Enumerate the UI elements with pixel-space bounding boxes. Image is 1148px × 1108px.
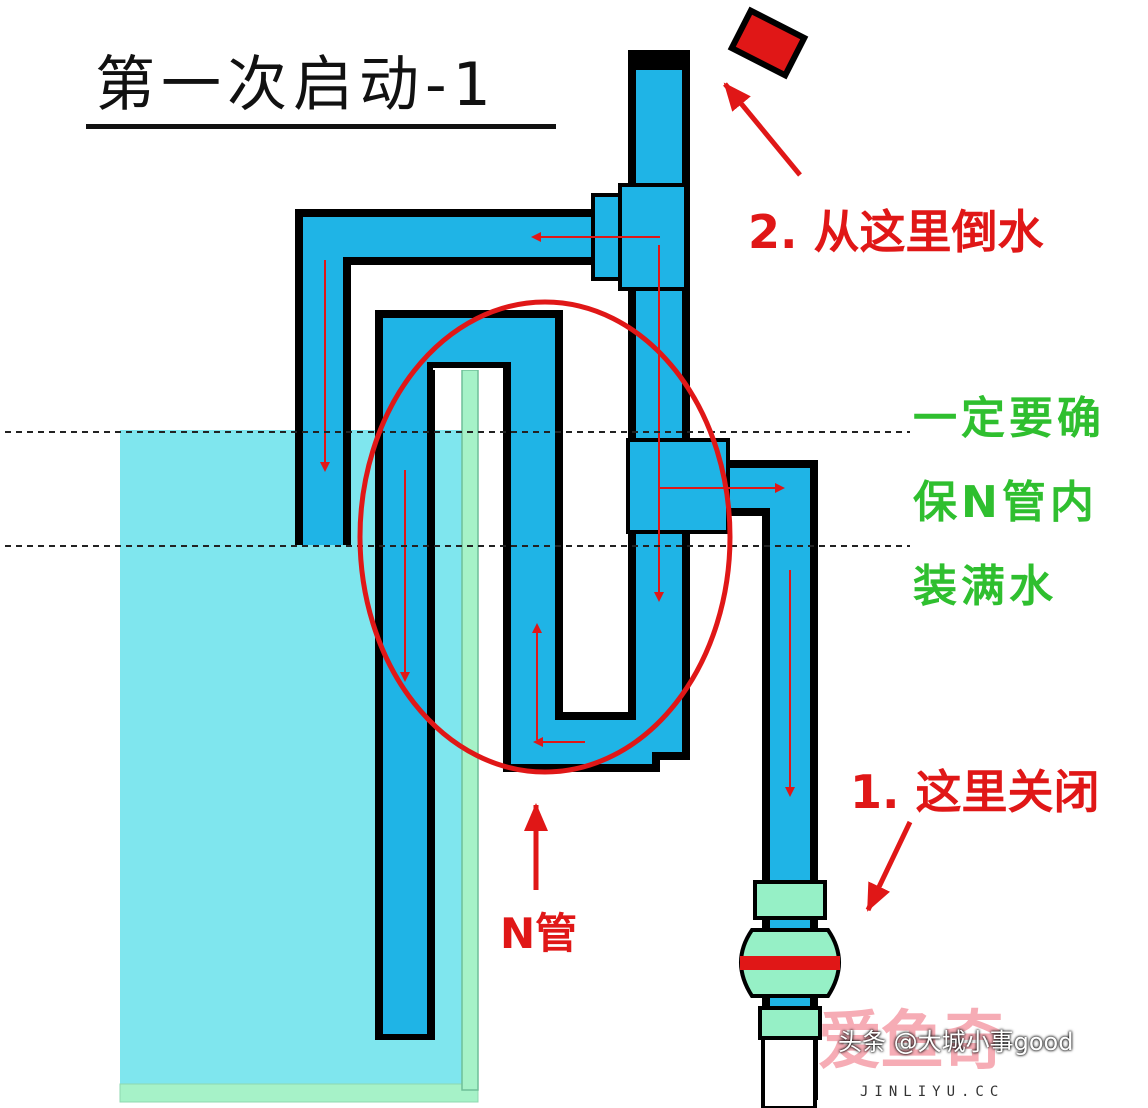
close-arrow bbox=[865, 820, 913, 912]
overflow-tube bbox=[461, 369, 479, 1091]
red-funnel-icon bbox=[727, 6, 809, 80]
note-line-2: 保N管内 bbox=[913, 477, 1098, 528]
tank-bottom-edge bbox=[119, 1083, 479, 1103]
lower-tee-fitting bbox=[626, 438, 730, 534]
page-title: 第一次启动-1 bbox=[95, 50, 497, 120]
title-underline bbox=[86, 124, 556, 129]
watermark-credit: 头条 @大城小事good bbox=[838, 1028, 1074, 1056]
pour-arrow bbox=[723, 82, 802, 177]
watermark-site: JINLIYU.CC bbox=[860, 1084, 1005, 1100]
note-line-3: 装满水 bbox=[913, 561, 1057, 612]
close-here-label: 1. 这里关闭 bbox=[850, 765, 1100, 819]
pour-here-label: 2. 从这里倒水 bbox=[748, 205, 1044, 259]
n-pipe-gap bbox=[433, 368, 503, 370]
n-pipe-label: N管 bbox=[500, 909, 578, 958]
drain-pipe-below-valve bbox=[761, 1036, 817, 1108]
watermark-logo: 爱鱼奇 bbox=[818, 1004, 1006, 1079]
note-line-1: 一定要确 bbox=[913, 393, 1105, 444]
n-pipe-highlight-ellipse bbox=[357, 299, 733, 775]
flow-arrows bbox=[320, 232, 795, 797]
